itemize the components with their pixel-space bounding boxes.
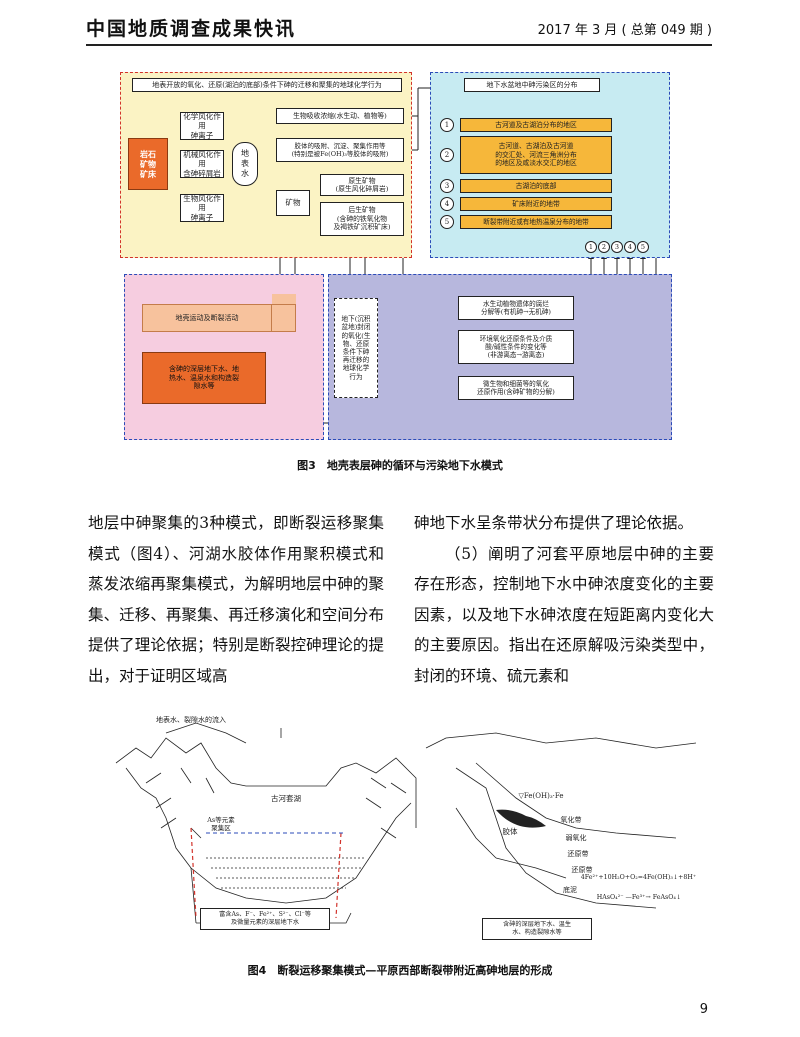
process-decay-box: 水生动植物遗体的腐烂 分解等(有机砷→无机砷) [458, 296, 574, 320]
issue-label: 2017 年 3 月 ( 总第 049 期 ) [537, 23, 712, 38]
dist-item-4: 矿床附近的地带 [460, 197, 612, 211]
journal-title: 中国地质调查成果快讯 [86, 18, 297, 40]
process-redox-box: 环境氧化还原条件及介质 酸/碱性条件的变化等 (非游离态→游离态) [458, 330, 574, 364]
body-right-paragraph-1: 砷地下水呈条带状分布提供了理论依据。 [414, 514, 694, 532]
dist-item-3: 古湖泊的底部 [460, 179, 612, 193]
fig4-bottom-label: 底泥 [563, 885, 577, 894]
circle-num-1: 1 [585, 241, 597, 253]
fig4-left-deep-note: 富含As、F⁻、Fe²⁺、S²⁻、Cl⁻等 及微量元素的深层地下水 [200, 908, 330, 930]
dist-num-4: 4 [440, 197, 454, 211]
basin-note-box: 地下(沉积 盆地)封闭 的氧化(生 物、还原 条件下砷 再迁移的 地球化学 行为 [334, 298, 378, 398]
figure-3-caption: 图3 地壳表层砷的循环与污染地下水模式 [297, 459, 503, 472]
chemical-weathering-process: 化学风化作用 [183, 111, 221, 131]
fig4-lake-label: 古河套湖 [271, 794, 301, 804]
fig4-zone-2: 弱氧化 [565, 833, 587, 842]
fig4-reaction-1: 4Fe²⁺+10H₂O+O₂=4Fe(OH)₃↓+8H⁺ [580, 874, 697, 882]
distribution-title: 地下水盆地中砷污染区的分布 [464, 78, 600, 92]
dist-item-5: 断裂带附近或有地热温泉分布的地带 [460, 215, 612, 229]
figure-4-diagram: 地表水、裂隙水的流入 古河套湖 As等元素 聚集区 富含As、F⁻、Fe²⁺、S… [96, 708, 716, 958]
chemical-weathering-box: 化学风化作用 砷离子 [180, 112, 224, 140]
biological-weathering-product: 砷离子 [190, 212, 214, 222]
header-divider [86, 44, 712, 46]
body-left-paragraph: 地层中砷聚集的3种模式，即断裂运移聚集模式（图4）、河湖水胶体作用聚积模式和蒸发… [88, 514, 384, 685]
fig4-colloid-label: 胶体 [502, 827, 518, 837]
dist-num-2: 2 [440, 148, 454, 162]
dist-num-5: 5 [440, 215, 454, 229]
circle-num-5: 5 [637, 241, 649, 253]
fig4-fe-label: ▽Fe(OH)₃·Fe [518, 791, 564, 800]
figure-4-sketch [115, 722, 697, 924]
bio-uptake-box: 生物吸收浓缩(水生动、植物等) [276, 108, 404, 124]
circle-num-3: 3 [611, 241, 623, 253]
colloid-adsorption-box: 胶体的吸附、沉淀、聚集作用等 (特别是被Fe(OH)₃等胶体的吸附) [276, 138, 404, 162]
crust-motion-box: 地壳运动及断裂活动 [142, 304, 272, 332]
dist-item-1: 古河道及古湖泊分布的地区 [460, 118, 612, 132]
mechanical-weathering-product: 含砷碎屑岩 [183, 168, 221, 178]
mineral-box: 矿物 [276, 190, 310, 216]
biological-weathering-process: 生物风化作用 [183, 193, 221, 213]
circle-num-2: 2 [598, 241, 610, 253]
mechanical-weathering-box: 机械风化作用 含砷碎屑岩 [180, 150, 224, 178]
dist-item-2: 古河道、古湖泊及古河道 的交汇处、河流三角洲分布 的地区及咸淡水交汇的地区 [460, 136, 612, 174]
primary-mineral-box: 原生矿物 (原生风化碎屑岩) [320, 174, 404, 196]
fig4-as-area-label: As等元素 聚集区 [207, 815, 235, 832]
mechanical-weathering-process: 机械风化作用 [183, 149, 221, 169]
deep-groundwater-box: 含砷的深层地下水、地 热水、温泉水和构造裂 隙水等 [142, 352, 266, 404]
body-right-paragraph-2: （5）阐明了河套平原地层中砷的主要存在形态，控制地下水中砷浓度变化的主要因素，以… [414, 544, 714, 685]
process-microbe-box: 微生物和细菌等的氧化 还原作用(含砷矿物的分解) [458, 376, 574, 400]
figure-3-diagram: 地表开放的氧化、还原(湖泊的底部)条件下砷的迁移和聚集的地球化学行为 岩石 矿物… [120, 68, 680, 448]
dist-num-1: 1 [440, 118, 454, 132]
secondary-mineral-box: 后生矿物 (含砷的铁氧化物 及褐铁矿沉积矿床) [320, 202, 404, 236]
dist-num-3: 3 [440, 179, 454, 193]
figure-4-caption: 图4 断裂运移聚集模式—平原西部断裂带附近高砷地层的形成 [247, 964, 553, 977]
surface-water-box: 地 表 水 [232, 142, 258, 186]
body-left-column: 地层中砷聚集的3种模式，即断裂运移聚集模式（图4）、河湖水胶体作用聚积模式和蒸发… [88, 508, 384, 692]
fig4-zone-3: 还原带 [567, 849, 589, 858]
page-number: 9 [699, 1002, 708, 1017]
crust-motion-elbow [272, 304, 296, 332]
fig4-zone-4: 还原带 [571, 865, 593, 874]
circle-num-4: 4 [624, 241, 636, 253]
surface-region-title: 地表开放的氧化、还原(湖泊的底部)条件下砷的迁移和聚集的地球化学行为 [132, 78, 402, 92]
body-right-column: 砷地下水呈条带状分布提供了理论依据。 （5）阐明了河套平原地层中砷的主要存在形态… [414, 508, 714, 692]
chemical-weathering-product: 砷离子 [190, 130, 214, 140]
fig4-inflow-label: 地表水、裂隙水的流入 [156, 715, 226, 724]
fig4-zone-1: 氧化带 [560, 815, 582, 824]
crust-motion-elbow-top [272, 294, 296, 304]
fig4-right-deep-note: 含砷的深层地下水、温生 水、构造裂隙水等 [482, 918, 592, 940]
biological-weathering-box: 生物风化作用 砷离子 [180, 194, 224, 222]
rock-mineral-box: 岩石 矿物 矿床 [128, 138, 168, 190]
fig4-reaction-2: HAsO₄²⁻ —Fe³⁺→ FeAsO₄↓ [596, 894, 682, 902]
